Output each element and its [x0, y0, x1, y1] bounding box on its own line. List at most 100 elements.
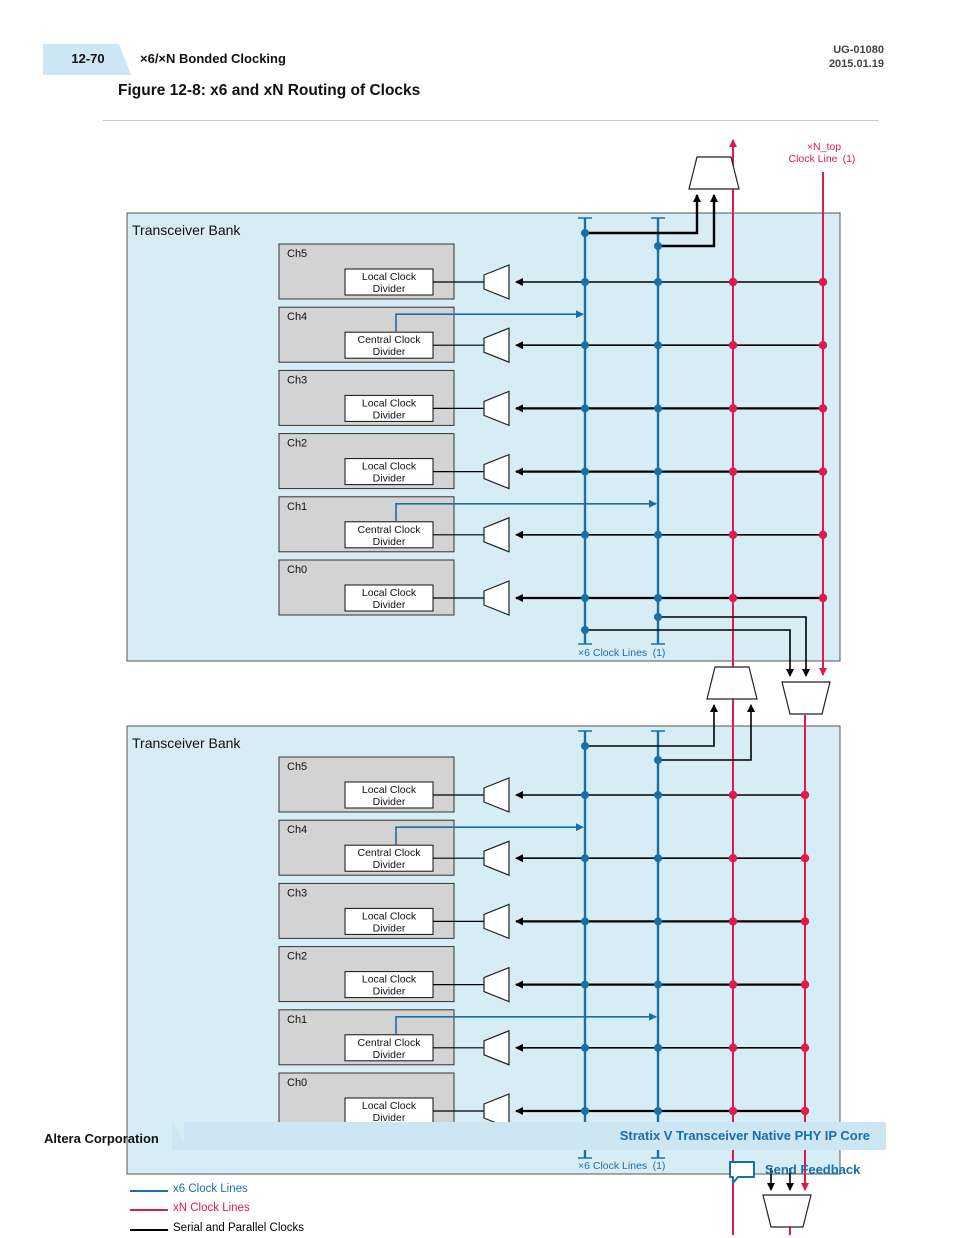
x6-driver-line [395, 310, 584, 333]
clock-divider-label: Local Clock [362, 1100, 417, 1112]
clock-divider-label: Local Clock [362, 784, 417, 796]
junction-dot [581, 791, 589, 799]
x6-driver-line [395, 1012, 657, 1035]
page-number: 12-70 [71, 51, 105, 66]
clock-divider-box [344, 907, 434, 935]
clock-divider-label: Divider [373, 922, 406, 934]
channel-label: Ch1 [287, 1014, 307, 1026]
clock-divider-label: Central Clock [357, 1037, 421, 1049]
junction-dot [581, 404, 589, 413]
clock-divider-label: Local Clock [362, 397, 417, 409]
x6-lines-label: ×6 Clock Lines [578, 647, 647, 659]
clock-divider-box [344, 1034, 434, 1062]
legend-xn-label: xN Clock Lines [173, 1202, 250, 1214]
clock-divider-label: Divider [373, 283, 406, 295]
serial-clock-line [658, 194, 718, 248]
xn-top-label: Clock Line [788, 153, 837, 165]
clock-divider-label: Divider [373, 346, 406, 358]
junction-dot [800, 980, 810, 989]
junction-dot [654, 854, 662, 863]
channel-label: Ch1 [287, 501, 307, 513]
footer-bar [184, 1122, 886, 1150]
clock-divider-label: Central Clock [357, 334, 421, 346]
junction-dot [800, 917, 810, 926]
channel-mux [483, 903, 510, 940]
junction-dot [800, 1043, 810, 1053]
clock-divider-label: Local Clock [362, 271, 417, 283]
clock-divider-label: Divider [373, 859, 406, 871]
channel-mux [483, 580, 510, 616]
junction-dot [654, 341, 662, 350]
junction-dot [654, 404, 662, 413]
junction-dot [818, 467, 828, 476]
transceiver-bank-label: Transceiver Bank [132, 735, 241, 751]
channel-mux [483, 390, 510, 427]
clock-divider-label: Divider [373, 986, 406, 998]
junction-dot [728, 404, 738, 413]
doc-id: UG-01080 [833, 44, 884, 56]
junction-dot [581, 530, 589, 539]
junction-dot [728, 530, 738, 539]
junction-dot [581, 1107, 589, 1115]
clock-divider-label: Divider [373, 409, 406, 421]
junction-dot [581, 341, 589, 350]
xn-top-label: ×N_top [807, 141, 841, 153]
junction-dot [728, 593, 738, 603]
junction-dot [581, 594, 589, 602]
page-tab [43, 44, 131, 75]
junction-dot [728, 917, 738, 926]
junction-dot [728, 1043, 738, 1053]
clock-divider-label: Local Clock [362, 461, 417, 473]
junction-dot [818, 341, 828, 350]
serial-clock-line [658, 616, 810, 677]
junction-dot [581, 229, 589, 237]
junction-dot [581, 1043, 589, 1052]
junction-dot [654, 613, 662, 621]
footer-doc-title[interactable]: Stratix V Transceiver Native PHY IP Core [619, 1128, 870, 1143]
junction-dot [654, 756, 662, 764]
clock-divider-box [344, 331, 434, 359]
junction-dot [654, 791, 662, 799]
clock-divider-box [344, 1097, 434, 1125]
junction-dot [728, 341, 738, 350]
x6-driver-line [395, 499, 657, 522]
channel-label: Ch2 [287, 438, 307, 450]
channel-label: Ch4 [287, 311, 307, 323]
x6-driver-line [395, 823, 584, 846]
clock-divider-label: Divider [373, 796, 406, 808]
junction-dot [728, 854, 738, 863]
junction-dot [818, 530, 828, 539]
channel-label: Ch2 [287, 951, 307, 963]
doc-id-block: UG-01080 2015.01.19 [829, 43, 884, 71]
junction-dot [581, 467, 589, 476]
clock-divider-box [344, 394, 434, 422]
clock-divider-label: Divider [373, 1049, 406, 1061]
section-title: ×6/×N Bonded Clocking [140, 51, 286, 66]
clock-divider-box [344, 268, 434, 296]
bank-input-mux [781, 681, 831, 715]
channel-mux [483, 327, 510, 364]
clock-divider-label: Central Clock [357, 847, 421, 859]
x6-lines-label: ×6 Clock Lines [578, 1160, 647, 1172]
send-feedback-link[interactable]: Send Feedback [765, 1162, 861, 1177]
clock-divider-box [344, 781, 434, 809]
junction-dot [728, 467, 738, 476]
figure-title: Figure 12-8: x6 and xN Routing of Clocks [118, 82, 421, 99]
junction-dot [654, 594, 662, 602]
channel-label: Ch0 [287, 564, 307, 576]
junction-dot [654, 530, 662, 539]
channel-label: Ch5 [287, 761, 307, 773]
junction-dot [728, 1106, 738, 1116]
junction-dot [728, 980, 738, 989]
bottom-input-mux [762, 1194, 812, 1228]
clock-divider-label: Local Clock [362, 587, 417, 599]
